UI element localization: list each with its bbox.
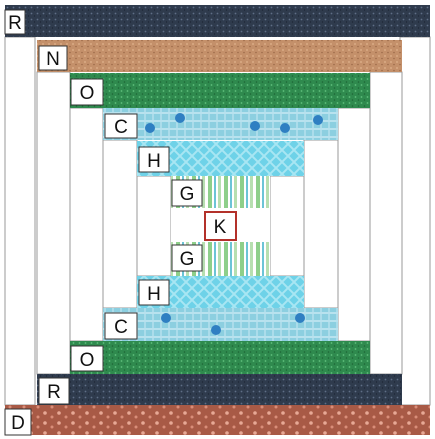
log-r-top xyxy=(5,5,430,37)
label-top-g: G xyxy=(172,180,202,206)
left-rail-2 xyxy=(37,72,70,374)
svg-text:H: H xyxy=(147,151,161,172)
right-rail-1 xyxy=(400,37,430,405)
left-rail-3 xyxy=(70,108,103,341)
log-r-bottom xyxy=(37,374,402,405)
label-bottom-d: D xyxy=(5,409,31,435)
svg-text:R: R xyxy=(47,382,61,403)
svg-text:C: C xyxy=(114,317,128,338)
right-rail-2 xyxy=(370,72,402,374)
right-rail-4 xyxy=(304,140,338,308)
flower-icon xyxy=(211,325,221,335)
label-bottom-r: R xyxy=(39,378,69,404)
svg-text:C: C xyxy=(114,117,128,138)
svg-text:O: O xyxy=(80,83,95,104)
label-top-n: N xyxy=(39,46,67,70)
log-o-top xyxy=(70,73,370,108)
left-rail-4 xyxy=(103,140,137,308)
svg-text:G: G xyxy=(180,249,195,270)
left-rail-5 xyxy=(137,176,171,276)
label-bottom-o: O xyxy=(71,346,103,371)
label-bottom-g: G xyxy=(172,245,202,271)
log-c-bottom xyxy=(103,308,338,341)
svg-text:H: H xyxy=(147,284,161,305)
left-rail-1 xyxy=(5,37,35,405)
label-center-k: K xyxy=(205,212,236,240)
flower-icon xyxy=(250,121,260,131)
flower-icon xyxy=(175,113,185,123)
log-c-top xyxy=(103,108,338,140)
label-top-c: C xyxy=(105,114,137,138)
label-top-r: R xyxy=(5,10,25,34)
log-d-bottom xyxy=(5,405,430,435)
flower-icon xyxy=(295,313,305,323)
svg-text:R: R xyxy=(8,13,22,34)
right-rail-5 xyxy=(270,176,304,276)
label-top-o: O xyxy=(71,79,103,105)
log-o-bottom xyxy=(70,341,370,374)
label-bottom-h: H xyxy=(139,280,169,305)
flower-icon xyxy=(280,123,290,133)
svg-text:O: O xyxy=(80,350,95,371)
right-rail-3 xyxy=(338,108,370,341)
label-bottom-c: C xyxy=(105,313,137,339)
flower-icon xyxy=(145,123,155,133)
flower-icon xyxy=(161,313,171,323)
flower-icon xyxy=(313,115,323,125)
log-n-top xyxy=(37,40,402,72)
svg-text:K: K xyxy=(214,217,227,238)
svg-text:N: N xyxy=(46,49,60,70)
svg-text:D: D xyxy=(11,413,25,434)
svg-text:G: G xyxy=(180,184,195,205)
label-top-h: H xyxy=(139,147,169,172)
